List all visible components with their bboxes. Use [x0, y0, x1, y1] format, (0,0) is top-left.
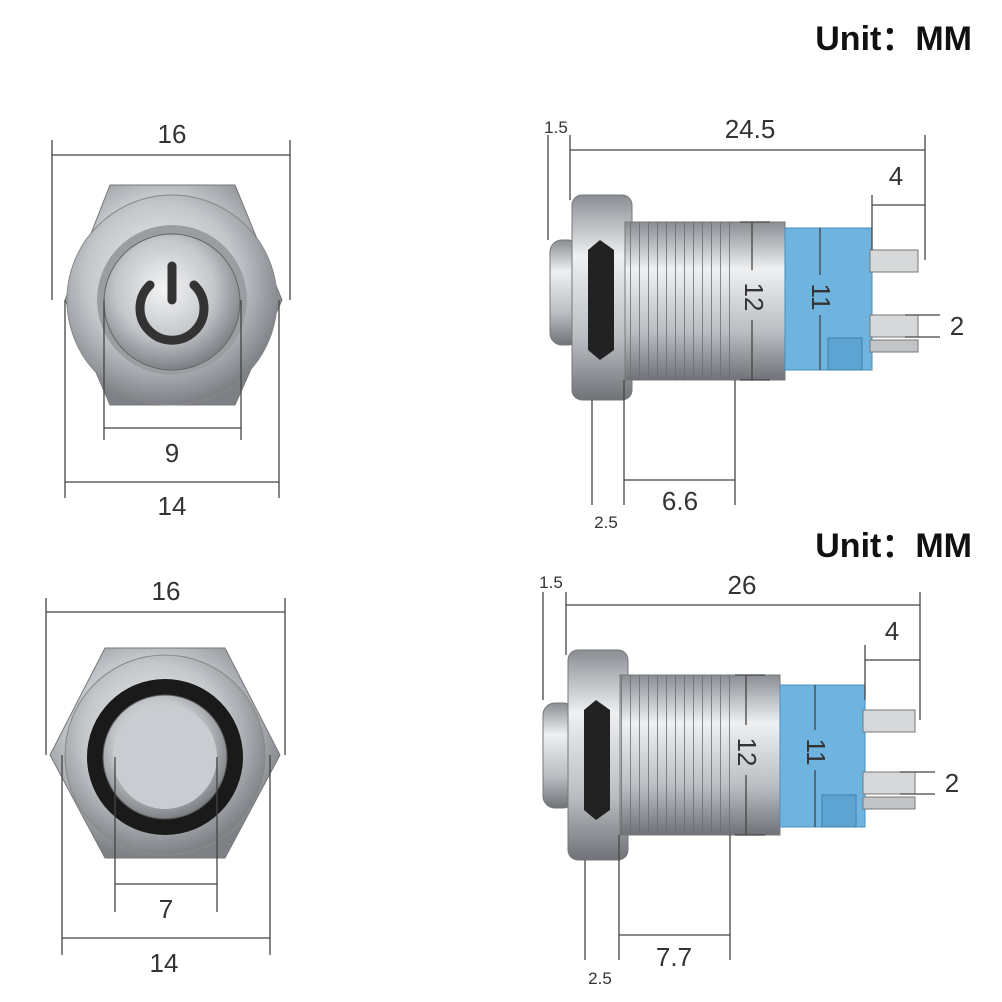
dim-nut-to-thread-top: 6.6: [662, 486, 698, 516]
front-view-ring-switch: [49, 647, 281, 859]
dim-thread-diameter-top: 12: [739, 283, 769, 312]
dim-button-width-top: 9: [165, 438, 179, 468]
power-icon: [135, 261, 209, 345]
dim-total-length-top: 24.5: [725, 114, 776, 144]
dim-terminal-length-bottom: 4: [885, 616, 899, 646]
dim-nut-width-top: 14: [158, 491, 187, 521]
side-view-switch-bottom: [542, 649, 916, 861]
unit-label-top: Unit：MM: [815, 20, 972, 58]
dim-outer-width-bottom: 16: [152, 576, 181, 606]
dimension-lines-top-side: [547, 135, 940, 505]
dim-nut-width-bottom: 14: [150, 948, 179, 978]
dim-terminal-length-top: 4: [889, 161, 903, 191]
dimension-lines-bottom-front: [45, 598, 286, 955]
side-view-switch-top: [549, 194, 919, 401]
dim-bezel-thickness-bottom: 2.5: [588, 969, 612, 988]
dim-terminal-spacing-top: 2: [950, 311, 964, 341]
dim-block-height-bottom: 11: [801, 739, 831, 766]
dim-thread-diameter-bottom: 12: [732, 738, 762, 767]
dim-button-width-bottom: 7: [159, 894, 173, 924]
dim-terminal-spacing-bottom: 2: [945, 768, 959, 798]
dim-front-gap-top: 1.5: [544, 118, 568, 137]
dim-block-height-top: 11: [806, 284, 836, 311]
dim-front-gap-bottom: 1.5: [539, 573, 563, 592]
dim-bezel-thickness-top: 2.5: [594, 513, 618, 532]
unit-label-bottom: Unit：MM: [815, 527, 972, 565]
dim-outer-width-top: 16: [158, 119, 187, 149]
front-view-power-switch: [64, 184, 283, 406]
dimension-lines-bottom-side: [542, 592, 935, 960]
dim-nut-to-thread-bottom: 7.7: [656, 942, 692, 972]
dim-total-length-bottom: 26: [728, 570, 757, 600]
dimension-lines-top-front: [51, 140, 291, 498]
